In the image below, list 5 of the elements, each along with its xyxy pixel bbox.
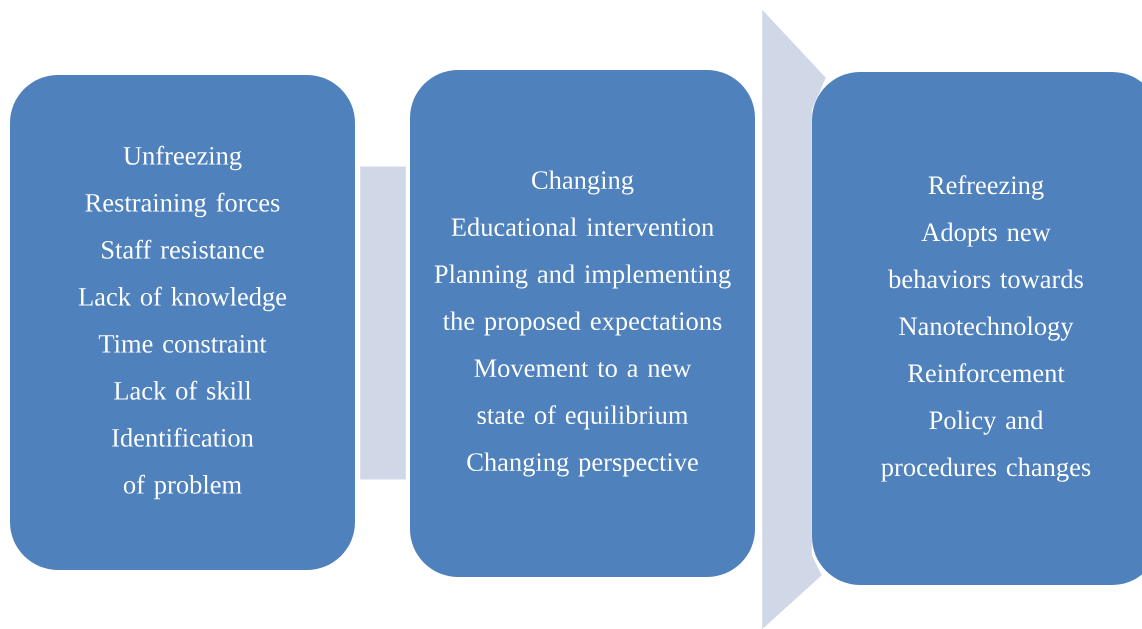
- stage-box: Changing Educational intervention Planning and implementing the proposed expectations Movement to a new state of equilibrium Changing perspective: [410, 70, 755, 577]
- block-arrow: [762, 9, 826, 629]
- stage-box: Refreezing Adopts new behaviors towards Nanotechnology Reinforcement Policy and procedures changes: [812, 72, 1142, 585]
- block-arrow: [360, 166, 406, 480]
- stage-box: Unfreezing Restraining forces Staff resistance Lack of knowledge Time constraint Lack of skill Identification of problem: [10, 75, 355, 570]
